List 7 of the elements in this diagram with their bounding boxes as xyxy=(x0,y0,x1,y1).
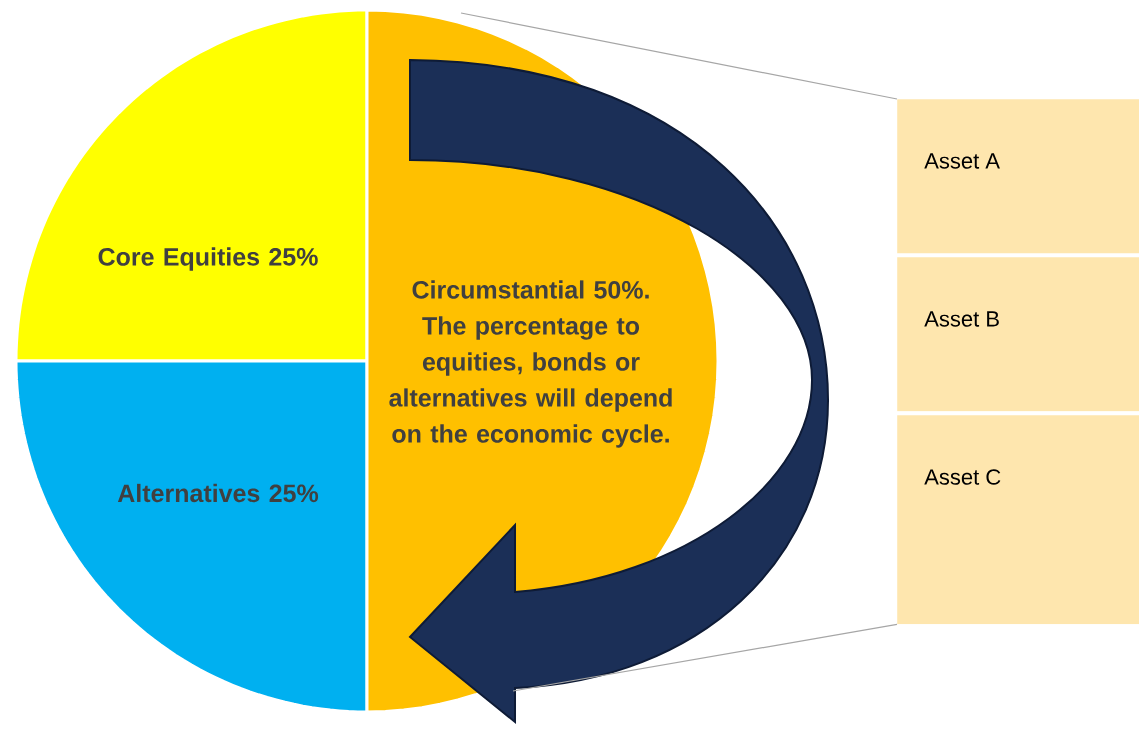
connector-line xyxy=(512,623,898,692)
asset-box: Asset B xyxy=(897,257,1139,412)
pie-sector: Alternatives 25% xyxy=(14,359,369,714)
connector-line xyxy=(460,12,898,100)
asset-box: Asset A xyxy=(897,99,1139,254)
pie-sector: Core Equities 25% xyxy=(14,8,369,363)
asset-box: Asset C xyxy=(897,415,1139,625)
